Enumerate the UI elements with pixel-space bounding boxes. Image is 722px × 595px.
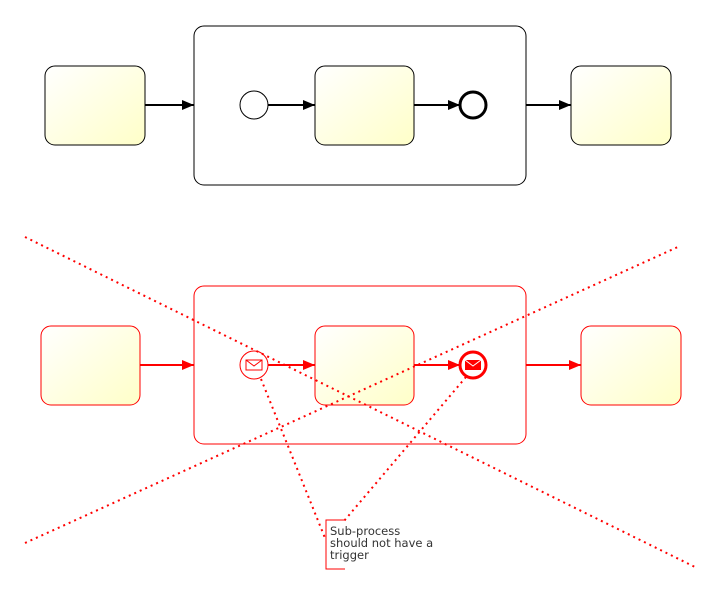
task[interactable]	[314, 65, 415, 146]
task[interactable]	[40, 325, 141, 406]
invalid-example: Sub-process should not have a trigger	[24, 236, 698, 570]
annotation-line: trigger	[330, 548, 369, 562]
text-annotation[interactable]: Sub-process should not have a trigger	[325, 519, 433, 570]
annotation-line: should not have a	[330, 536, 433, 550]
envelope-filled-icon	[464, 359, 482, 370]
cross-out-line	[24, 236, 698, 569]
task[interactable]	[44, 65, 146, 146]
end-event[interactable]	[458, 90, 488, 120]
envelope-icon	[245, 359, 263, 371]
annotation-line: Sub-process	[330, 524, 400, 538]
association[interactable]	[343, 376, 467, 522]
association[interactable]	[260, 378, 326, 539]
start-event[interactable]	[239, 90, 269, 120]
message-start-event[interactable]	[239, 350, 269, 380]
task[interactable]	[570, 65, 672, 146]
task[interactable]	[580, 325, 682, 406]
valid-example	[44, 25, 672, 186]
task[interactable]	[314, 325, 415, 406]
message-end-event[interactable]	[458, 350, 488, 380]
